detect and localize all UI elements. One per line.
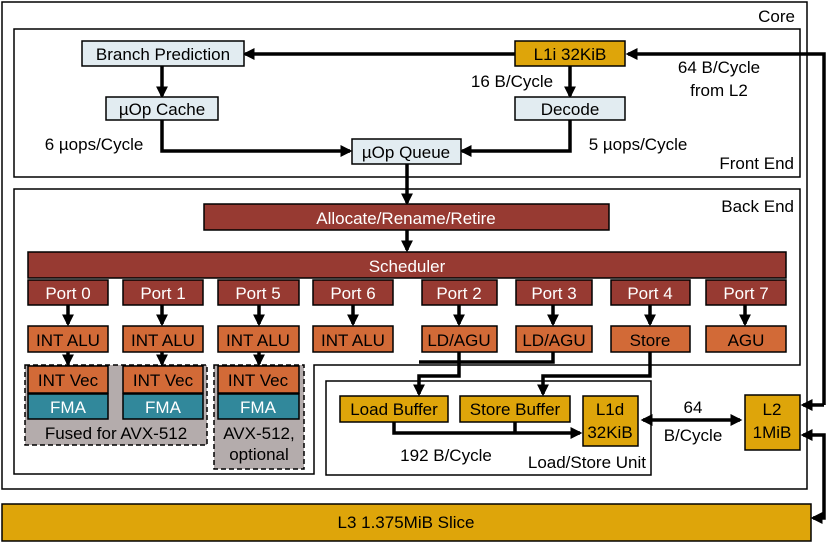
unit-port-6-label: INT ALU [321, 331, 385, 350]
allocate-box: Allocate/Rename/Retire [203, 203, 610, 231]
arrow-store-to-storebuffer [537, 352, 652, 397]
port-6-label: Port 6 [330, 284, 375, 303]
branch-prediction-box: Branch Prediction [81, 40, 245, 67]
l1d-label-line1: L1d [596, 400, 624, 419]
unit-port-4-label: Store [630, 331, 671, 350]
port-5: Port 5 [217, 279, 300, 306]
vector-group-port-5: INT Vec FMA [217, 365, 300, 420]
unit-port-3: LD/AGU [515, 325, 593, 353]
unit-port-0: INT ALU [27, 325, 109, 353]
vector-group-port-1: INT Vec FMA [122, 365, 204, 420]
core-label: Core [758, 7, 795, 26]
l1d-box: L1d 32KiB [582, 395, 639, 447]
unit-port-6: INT ALU [312, 325, 394, 353]
back-end-label: Back End [721, 197, 794, 216]
unit-port-2-label: LD/AGU [427, 331, 490, 350]
decode-bw-label: 5 µops/Cycle [589, 135, 688, 154]
store-buffer-box: Store Buffer [459, 395, 571, 423]
uop-cache-box: µOp Cache [105, 96, 219, 121]
allocate-label: Allocate/Rename/Retire [316, 209, 496, 228]
l3-slice-box: L3 1.375MiB Slice [1, 503, 812, 542]
uop-queue-box: µOp Queue [351, 138, 462, 165]
store-buffer-label: Store Buffer [470, 400, 561, 419]
port-0: Port 0 [27, 279, 109, 306]
unit-port-3-label: LD/AGU [522, 331, 585, 350]
load-buffer-box: Load Buffer [339, 395, 449, 423]
port-3: Port 3 [515, 279, 593, 306]
port-2-label: Port 2 [436, 284, 481, 303]
front-end-label: Front End [719, 154, 794, 173]
arrow-l2-to-l1i [625, 48, 826, 405]
int-vec-0-label: INT Vec [38, 371, 99, 390]
arrow-uopcache-to-queue [160, 120, 353, 157]
optional-label-line1: AVX-512, [223, 424, 295, 443]
unit-port-7-label: AGU [728, 331, 765, 350]
decode-box: Decode [514, 96, 626, 121]
port-1-label: Port 1 [140, 284, 185, 303]
port-3-label: Port 3 [531, 284, 576, 303]
int-vec-1-label: INT Vec [133, 371, 194, 390]
unit-port-2: LD/AGU [421, 325, 498, 353]
l2-bw-label-line1: 64 B/Cycle [678, 58, 760, 77]
l2-bw-label-line2: from L2 [690, 81, 748, 100]
port-4: Port 4 [610, 279, 691, 306]
port-1: Port 1 [122, 279, 204, 306]
load-store-unit-label: Load/Store Unit [528, 453, 646, 472]
uop-queue-label: µOp Queue [362, 143, 450, 162]
unit-port-4: Store [610, 325, 691, 353]
l2-box: L2 1MiB [744, 394, 801, 451]
arrow-ldagu3-to-loadbuffer [419, 352, 555, 364]
scheduler-label: Scheduler [369, 257, 446, 276]
unit-port-5: INT ALU [217, 325, 300, 353]
fma-0-label: FMA [50, 398, 87, 417]
branch-prediction-label: Branch Prediction [96, 45, 230, 64]
int-vec-5-label: INT Vec [228, 371, 289, 390]
arrow-loadbuffer-to-l1d [392, 422, 583, 439]
l1i-decode-bw-label: 16 B/Cycle [471, 72, 553, 91]
l1d-label-line2: 32KiB [587, 423, 632, 442]
scheduler-box: Scheduler [27, 251, 787, 279]
fma-1-label: FMA [145, 398, 182, 417]
port-0-label: Port 0 [45, 284, 90, 303]
l1d-l2-bw-line2: B/Cycle [664, 426, 723, 445]
unit-port-7: AGU [705, 325, 787, 353]
uop-cache-label: µOp Cache [119, 100, 205, 119]
port-4-label: Port 4 [627, 284, 672, 303]
load-buffer-label: Load Buffer [350, 400, 438, 419]
optional-label-line2: optional [229, 445, 289, 464]
port-2: Port 2 [421, 279, 498, 306]
uopcache-bw-label: 6 µops/Cycle [45, 135, 144, 154]
unit-port-1: INT ALU [122, 325, 204, 353]
lsu-bw-label: 192 B/Cycle [400, 446, 492, 465]
l1d-l2-bw-line1: 64 [684, 398, 703, 417]
port-6: Port 6 [312, 279, 394, 306]
unit-port-5-label: INT ALU [226, 331, 290, 350]
port-7-label: Port 7 [723, 284, 768, 303]
arrow-ldagu2-to-loadbuffer [413, 352, 461, 397]
arrow-l2-l3 [800, 429, 826, 524]
fma-5-label: FMA [240, 398, 277, 417]
unit-port-0-label: INT ALU [36, 331, 100, 350]
unit-port-1-label: INT ALU [131, 331, 195, 350]
port-5-label: Port 5 [235, 284, 280, 303]
l1i-box: L1i 32KiB [514, 40, 626, 67]
vector-group-port-0: INT Vec FMA [27, 365, 109, 420]
fused-label: Fused for AVX-512 [45, 424, 187, 443]
port-7: Port 7 [705, 279, 787, 306]
decode-label: Decode [541, 100, 600, 119]
l1i-label: L1i 32KiB [534, 45, 607, 64]
l2-label-line1: L2 [763, 400, 782, 419]
l2-label-line2: 1MiB [753, 423, 792, 442]
arrow-decode-to-queue [459, 120, 572, 157]
l3-label: L3 1.375MiB Slice [337, 513, 474, 532]
